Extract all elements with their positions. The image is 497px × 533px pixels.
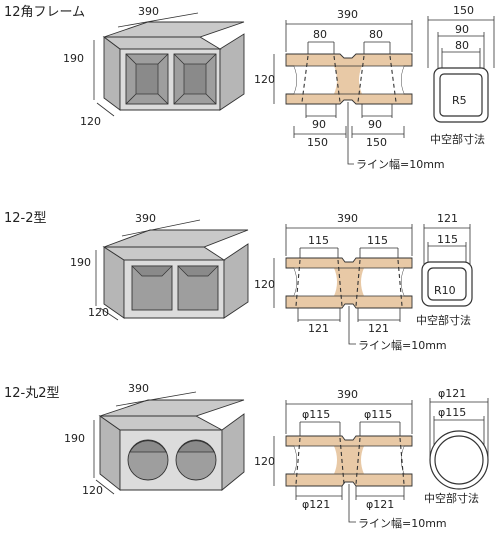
hollow-detail-square: 121 115 R10 中空部寸法 [416,212,473,327]
plan-bottom-left: φ121 [302,498,330,511]
plan-top-right: φ115 [364,408,392,421]
iso-height: 190 [70,256,91,269]
plan-top-left: 115 [308,234,329,247]
iso-block-square-hollow: 390 190 120 [70,212,249,321]
hollow-inner: 80 [455,39,469,52]
iso-depth: 120 [82,484,103,497]
plan-bottom-left: 90 [312,118,326,131]
plan-height: 120 [254,73,275,86]
plan-view-square-frame: 390 80 80 120 90 90 150 [254,8,445,171]
plan-height: 120 [254,278,275,291]
hollow-outer: 150 [453,4,474,17]
iso-depth: 120 [88,306,109,319]
iso-height: 190 [64,432,85,445]
hollow-outer: φ121 [438,387,466,400]
iso-length: 390 [128,382,149,395]
plan-bottom-right: 121 [368,322,389,335]
hollow-detail-square-frame: 150 90 80 R5 中空部寸法 [427,4,495,146]
iso-length: 390 [138,5,159,18]
hollow-caption: 中空部寸法 [416,313,471,327]
plan-bottom-right-outer: 150 [366,136,387,149]
plan-total: 390 [337,388,358,401]
plan-view-square-hollow: 390 115 115 120 121 121 ライン幅=10mm [254,212,447,352]
section-12-maru2: 12-丸2型 390 190 120 390 φ115 [4,382,489,530]
iso-length: 390 [135,212,156,225]
hollow-outer: 121 [437,212,458,225]
plan-view-round-hollow: 390 φ115 φ115 120 φ121 φ121 ライン幅=10mm [254,388,447,530]
plan-line-note: ライン幅=10mm [358,339,447,352]
iso-height: 190 [63,52,84,65]
hollow-caption: 中空部寸法 [430,132,485,146]
plan-bottom-right: 90 [368,118,382,131]
hollow-mid: φ115 [438,406,466,419]
plan-top-left: 80 [313,28,327,41]
section-title: 12-2型 [4,211,47,226]
hollow-caption: 中空部寸法 [424,491,479,505]
hollow-radius: R5 [452,94,467,107]
plan-line-note: ライン幅=10mm [358,517,447,530]
hollow-detail-round: φ121 φ115 中空部寸法 [424,387,489,505]
hollow-radius: R10 [434,284,456,297]
plan-bottom-right: φ121 [366,498,394,511]
hollow-mid: 115 [437,233,458,246]
plan-line-note: ライン幅=10mm [356,158,445,171]
hollow-mid: 90 [455,23,469,36]
plan-bottom-left: 121 [308,322,329,335]
iso-block-round-hollow: 390 190 120 [64,382,245,497]
plan-total: 390 [337,8,358,21]
plan-top-right: 80 [369,28,383,41]
plan-top-right: 115 [367,234,388,247]
section-12kaku-frame: 12角フレーム 390 190 120 [4,4,495,171]
plan-total: 390 [337,212,358,225]
section-12-2: 12-2型 390 190 120 390 115 [4,211,473,352]
plan-top-left: φ115 [302,408,330,421]
iso-depth: 120 [80,115,101,128]
iso-block-square-frame: 390 190 120 [63,5,245,128]
section-title: 12角フレーム [4,5,85,20]
plan-height: 120 [254,455,275,468]
section-title: 12-丸2型 [4,386,60,401]
plan-bottom-left-outer: 150 [307,136,328,149]
